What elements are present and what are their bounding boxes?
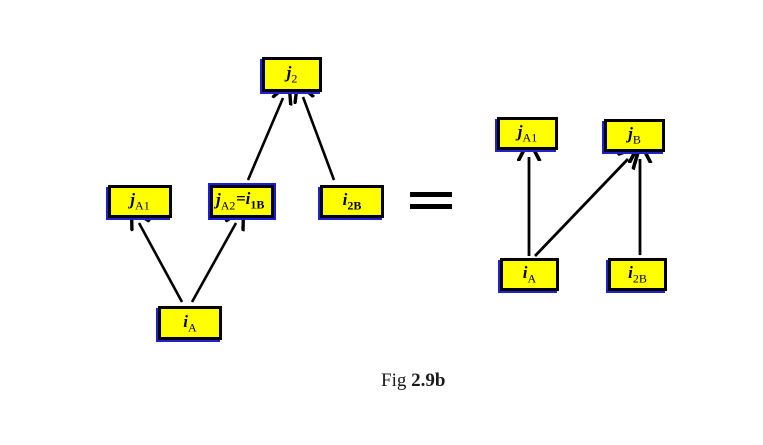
- node-jA1-right-label: jA1: [518, 123, 537, 143]
- node-i2B-label: i2B: [343, 191, 362, 211]
- node-jA2-overlay-symbol: =i: [236, 189, 251, 208]
- node-jB-right-label: jB: [628, 125, 641, 145]
- node-iA-label: iA: [183, 313, 196, 333]
- edge-iAr-to-jBr: [533, 159, 628, 257]
- node-iA-symbol: i: [183, 311, 189, 331]
- node-jB-right[interactable]: jB: [604, 119, 665, 152]
- node-jA1-subscript: A1: [135, 198, 150, 213]
- node-jB-right-subscript: B: [632, 132, 641, 147]
- node-jA1-right[interactable]: jA1: [497, 117, 558, 150]
- node-jA1-symbol: j: [130, 190, 136, 210]
- node-jA2-label: jA2 =i1B: [216, 190, 268, 213]
- node-i2B-right-label: i2B: [628, 264, 647, 284]
- node-iA-subscript: A: [188, 320, 197, 335]
- node-iA-right-subscript: A: [527, 271, 537, 286]
- caption-lead: Fig: [381, 370, 412, 391]
- node-jB-right-symbol: j: [628, 124, 633, 144]
- node-jA2-subscript: A2: [220, 198, 236, 213]
- node-j2-symbol: j: [286, 63, 292, 83]
- edge-iA-to-jA2: [190, 223, 236, 303]
- node-iA-right[interactable]: iA: [500, 258, 559, 291]
- node-i2B-right-subscript: 2B: [632, 271, 647, 286]
- edge-iA-to-jA1: [139, 223, 184, 303]
- node-jA1-label: jA1: [130, 191, 149, 211]
- edge-i2B-to-j2: [303, 97, 336, 181]
- node-jA1-right-symbol: j: [517, 122, 523, 142]
- node-jA2-symbol: j: [216, 190, 221, 209]
- overlapping-label-group: jA2 =i1B: [216, 190, 268, 211]
- node-i2B[interactable]: i2B: [320, 185, 384, 218]
- caption-number: 2.9b: [411, 370, 446, 391]
- node-i2B-right-symbol: i: [628, 263, 633, 283]
- edge-jA2-to-j2: [246, 98, 283, 181]
- node-i2B-subscript: 2B: [347, 198, 362, 213]
- equals-bar-top: [410, 192, 452, 197]
- node-i2B-symbol: i: [342, 190, 348, 210]
- node-jA2-equals-i1B[interactable]: jA2 =i1B: [208, 183, 276, 220]
- node-i2B-right[interactable]: i2B: [608, 258, 667, 291]
- node-iA[interactable]: iA: [158, 306, 222, 340]
- node-iA-right-label: iA: [523, 264, 536, 284]
- equals-bar-bottom: [410, 204, 452, 209]
- node-jA2-overlay-subscript: 1B: [250, 197, 265, 212]
- figure-caption: Fig 2.9b: [381, 370, 445, 392]
- node-jA1[interactable]: jA1: [108, 185, 172, 218]
- node-j2-label: j2: [287, 64, 298, 84]
- node-j2-subscript: 2: [291, 71, 298, 86]
- node-jA2-overlay-text: =i1B: [236, 190, 264, 210]
- node-jA2-primary-text: jA2: [216, 191, 235, 211]
- node-iA-right-symbol: i: [522, 263, 528, 283]
- node-jA1-right-subscript: A1: [522, 130, 538, 145]
- node-j2[interactable]: j2: [262, 57, 322, 92]
